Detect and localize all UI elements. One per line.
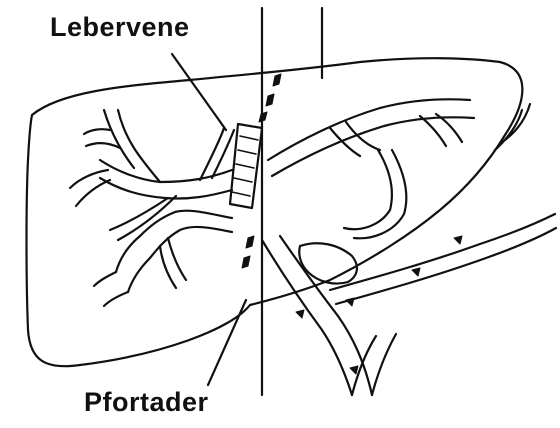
vena-cava-dash-1 xyxy=(273,74,281,86)
portal-vein-left-branch-3 xyxy=(94,272,128,306)
right-branch-curl xyxy=(330,122,380,156)
right-branch-lower xyxy=(344,150,406,238)
portal-vein-left-branch-2 xyxy=(160,238,186,288)
hepatic-vein-pointer xyxy=(172,54,226,130)
portal-vein-left-main xyxy=(140,211,232,258)
right-branch-upper xyxy=(268,99,474,176)
hepatic-vein-branch-5 xyxy=(70,170,110,206)
flow-arrow-3 xyxy=(412,268,420,276)
vena-cava-dash-4 xyxy=(246,236,254,248)
portal-vein-left-branch-1 xyxy=(116,236,150,292)
vena-cava-dash-5 xyxy=(242,256,250,268)
liver-outline xyxy=(27,58,523,366)
hepatic-vein-label: Lebervene xyxy=(50,14,190,41)
portal-vein-label: Pfortader xyxy=(84,389,209,416)
mesenteric-vein xyxy=(352,334,396,395)
flow-arrow-4 xyxy=(454,236,462,244)
portal-vein-pointer xyxy=(208,300,246,385)
flow-arrow-2 xyxy=(350,366,358,374)
flow-arrow-1 xyxy=(296,310,304,318)
vena-cava-dash-3 xyxy=(259,112,267,122)
vena-cava-dash-2 xyxy=(266,94,274,106)
gallbladder-outline xyxy=(299,243,357,283)
flow-arrow-5 xyxy=(346,298,354,306)
